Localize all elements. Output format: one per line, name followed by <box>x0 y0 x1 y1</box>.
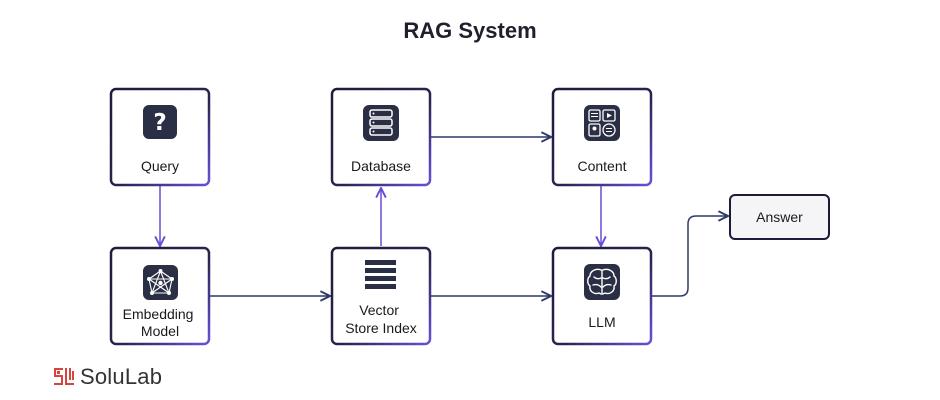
node-embedding-label: Embedding Model <box>123 306 198 339</box>
node-embedding-model: Embedding Model <box>109 246 211 346</box>
brain-icon <box>584 264 620 300</box>
node-database: Database <box>330 87 432 187</box>
database-icon <box>363 105 399 141</box>
network-icon <box>143 265 178 300</box>
node-llm-label: LLM <box>588 314 615 330</box>
node-vector-label-line2: Store Index <box>345 320 417 336</box>
node-embedding-label-line1: Embedding <box>123 306 194 322</box>
content-icon <box>584 105 620 141</box>
node-answer: Answer <box>729 194 830 240</box>
node-query-label: Query <box>141 158 179 174</box>
node-content-label: Content <box>577 158 626 174</box>
brand-logo: SoluLab <box>54 364 162 390</box>
node-llm: LLM <box>551 246 653 346</box>
stack-icon <box>365 260 396 289</box>
node-database-label: Database <box>351 158 411 174</box>
node-embedding-label-line2: Model <box>141 323 179 339</box>
diagram-title: RAG System <box>403 18 537 43</box>
node-vector-label-line1: Vector <box>359 302 399 318</box>
node-content: Content <box>551 87 653 187</box>
arrow-llm-to-answer <box>651 216 728 297</box>
svg-text:?: ? <box>153 110 166 136</box>
node-vector-store-index: Vector Store Index <box>330 246 432 346</box>
node-vector-label: Vector Store Index <box>345 302 417 336</box>
node-query: ? Query <box>109 87 211 187</box>
connectors <box>160 137 728 296</box>
brand-name: SoluLab <box>80 364 163 389</box>
question-icon: ? <box>143 105 177 139</box>
node-answer-label: Answer <box>756 209 803 225</box>
solulab-logo-icon <box>54 368 74 385</box>
